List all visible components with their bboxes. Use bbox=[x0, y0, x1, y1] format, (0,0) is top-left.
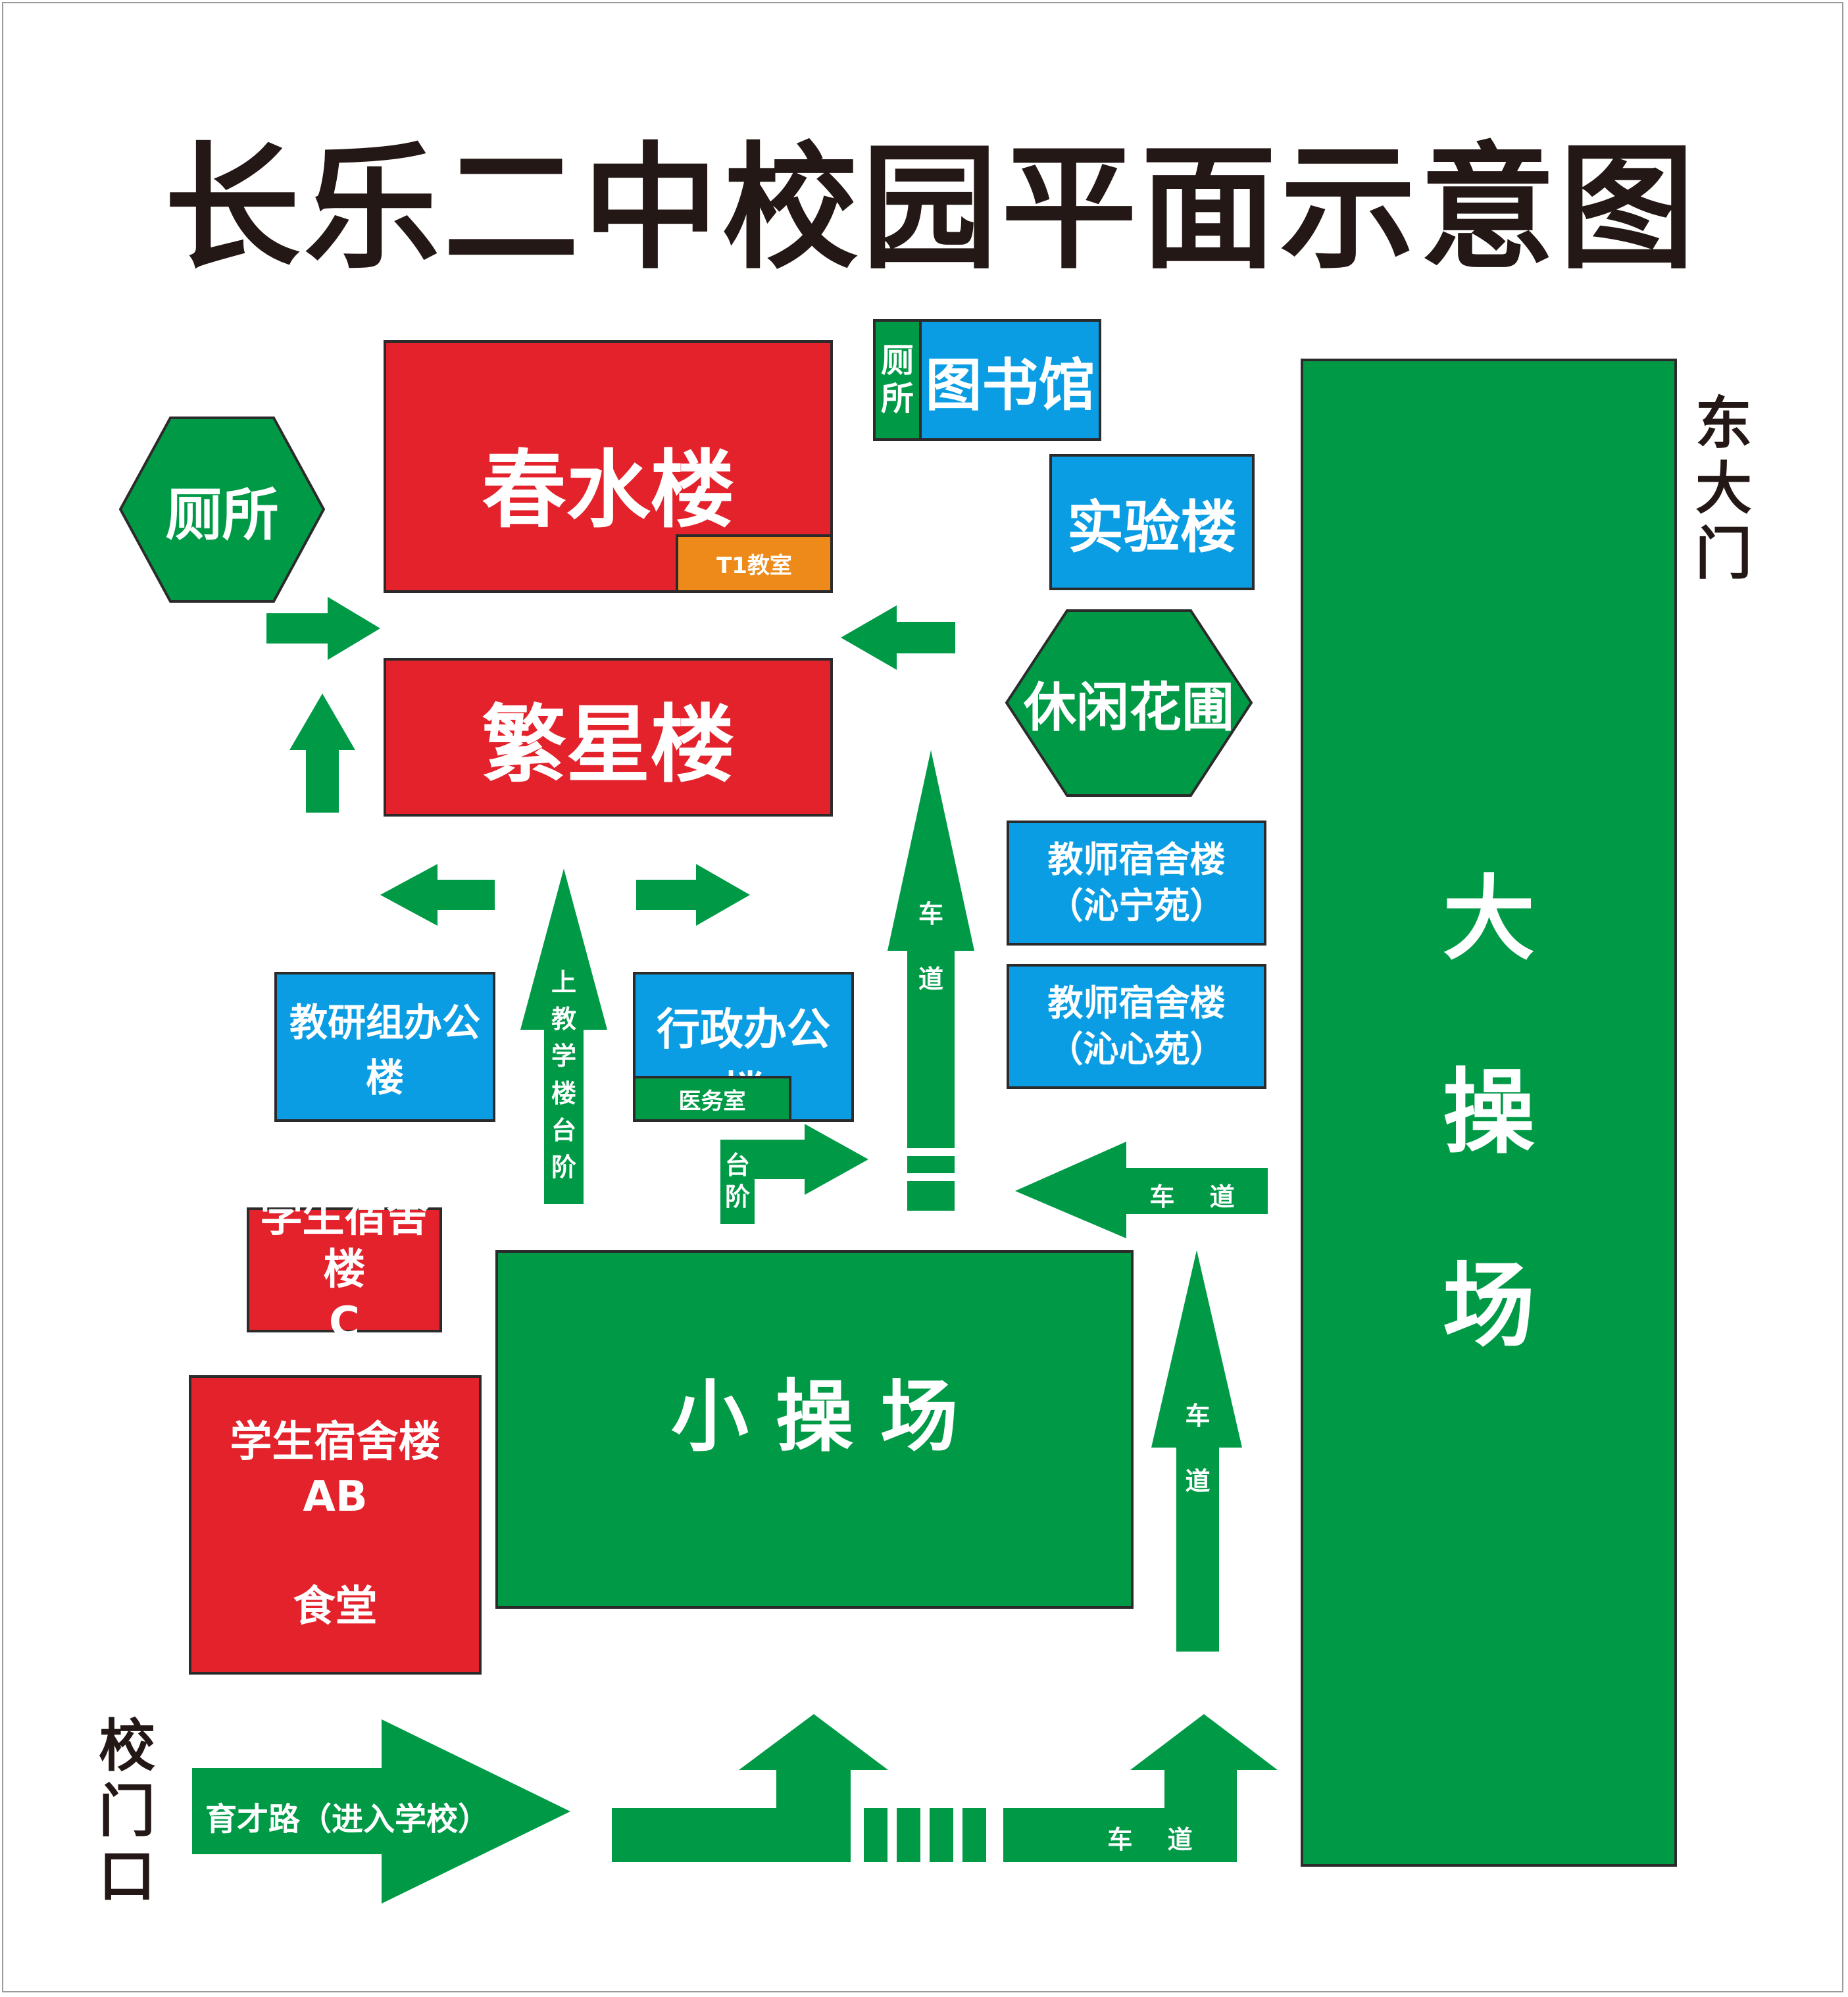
road-dash bbox=[864, 1808, 887, 1862]
clinic[interactable]: 医务室 bbox=[633, 1076, 791, 1122]
toilet-hex[interactable]: 厕所 bbox=[118, 416, 326, 603]
east-gate-label: 东 大 门 bbox=[1695, 391, 1752, 587]
arrow-up-to-fanxing bbox=[289, 694, 355, 813]
building-lab[interactable]: 实验楼 bbox=[1049, 454, 1255, 590]
big-sports-field[interactable]: 大 操 场 bbox=[1301, 359, 1677, 1867]
arrow-left-west bbox=[380, 864, 495, 926]
road-dash bbox=[930, 1808, 953, 1862]
arrow-right-east bbox=[636, 864, 750, 926]
arrow-left-to-chunshui bbox=[841, 605, 955, 670]
research-office-label: 教研组办公楼 bbox=[289, 1000, 480, 1100]
garden-hex-shape bbox=[1005, 609, 1253, 797]
small-sports-field-label: 小 操 场 bbox=[670, 1371, 959, 1462]
student-dorm-c[interactable]: 学生宿舍楼 C bbox=[247, 1193, 442, 1347]
lane-label-v2: 车 道 bbox=[1185, 1402, 1211, 1496]
road-in-label: 育才路（进入学校） bbox=[205, 1801, 490, 1838]
building-lab-label: 实验楼 bbox=[1067, 495, 1237, 561]
teacher-dorm-qinning[interactable]: 教师宿舍楼 （沁宁苑） bbox=[1007, 821, 1266, 946]
student-dorm-c-label: 学生宿舍楼 C bbox=[260, 1193, 429, 1347]
building-chunshui-label: 春水楼 bbox=[482, 442, 735, 540]
student-dorm-ab[interactable]: 学生宿舍楼 AB 食堂 bbox=[189, 1375, 482, 1675]
toilet-small-label: 厕 所 bbox=[881, 341, 914, 418]
toilet-small[interactable]: 厕 所 bbox=[873, 319, 922, 441]
toilet-hex-label: 厕所 bbox=[165, 482, 279, 548]
road-dash bbox=[962, 1808, 986, 1862]
small-sports-field[interactable]: 小 操 场 bbox=[495, 1250, 1134, 1609]
building-library[interactable]: 图书馆 bbox=[919, 319, 1101, 441]
leisure-garden-label: 休闲花圃 bbox=[1024, 676, 1234, 738]
room-t1[interactable]: T1教室 bbox=[676, 534, 833, 593]
road-dash bbox=[897, 1808, 920, 1862]
student-dorm-ab-label: 学生宿舍楼 AB 食堂 bbox=[230, 1418, 441, 1631]
arrow-stairs-right bbox=[720, 1124, 868, 1224]
arrow-up-stairs bbox=[520, 869, 607, 1204]
stairs-label: 台 阶 bbox=[724, 1151, 750, 1211]
lane-label-h1: 车 道 bbox=[1149, 1182, 1235, 1211]
clinic-label: 医务室 bbox=[678, 1088, 746, 1115]
arrow-up-lane-1 bbox=[887, 750, 974, 1148]
research-office[interactable]: 教研组办公楼 bbox=[274, 972, 495, 1122]
teacher-dorm-qinning-label: 教师宿舍楼 （沁宁苑） bbox=[1047, 838, 1226, 926]
lane-dash bbox=[907, 1181, 955, 1211]
arrow-enter-school bbox=[192, 1719, 570, 1904]
room-t1-label: T1教室 bbox=[716, 553, 792, 579]
arrow-up-lane-2 bbox=[1151, 1250, 1242, 1652]
road-up-turn-1 bbox=[612, 1714, 888, 1862]
lane-dash bbox=[907, 1156, 955, 1173]
teacher-dorm-qinxin-label: 教师宿舍楼 （沁心苑） bbox=[1047, 982, 1226, 1070]
leisure-garden[interactable]: 休闲花圃 bbox=[1005, 609, 1253, 797]
page-title: 长乐二中校园平面示意图 bbox=[164, 130, 1699, 288]
building-library-label: 图书馆 bbox=[925, 353, 1095, 418]
toilet-hex-shape bbox=[118, 417, 326, 603]
big-sports-field-label: 大 操 场 bbox=[1442, 865, 1535, 1360]
arrow-right-to-chunshui bbox=[266, 597, 380, 660]
arrow-left-lane bbox=[1015, 1142, 1268, 1238]
teacher-dorm-qinxin[interactable]: 教师宿舍楼 （沁心苑） bbox=[1007, 964, 1266, 1089]
lane-label-v1: 车 道 bbox=[918, 899, 943, 994]
building-fanxing[interactable]: 繁星楼 bbox=[384, 658, 833, 817]
lane-label-h2: 车 道 bbox=[1107, 1825, 1193, 1854]
building-fanxing-label: 繁星楼 bbox=[482, 696, 735, 794]
road-up-turn-2 bbox=[1003, 1714, 1278, 1862]
stairs-up-label: 上 教 学 楼 台 阶 bbox=[551, 968, 576, 1182]
school-gate-label: 校 门 口 bbox=[99, 1713, 155, 1909]
